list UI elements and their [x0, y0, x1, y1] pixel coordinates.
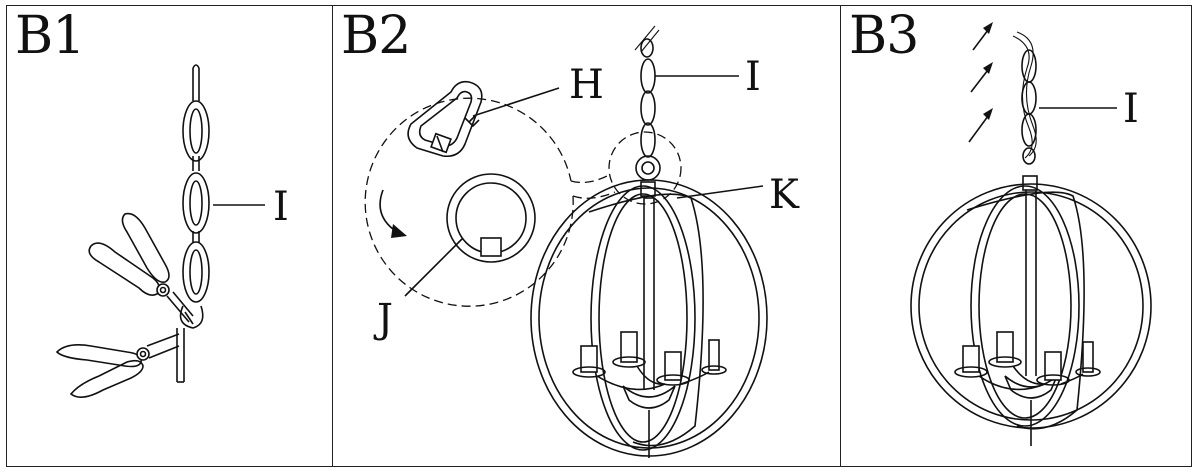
leader-line-k — [676, 185, 764, 199]
b3-illustration — [910, 22, 1152, 446]
chandelier — [910, 175, 1152, 446]
b1-illustration — [55, 64, 265, 398]
panel-title: B3 — [849, 6, 919, 66]
label-j: J — [377, 296, 394, 342]
b2-illustration — [364, 25, 768, 458]
lower-pliers — [55, 333, 180, 398]
chain — [634, 25, 661, 181]
instruction-diagram: B1 — [6, 5, 1192, 467]
quick-link-connector — [407, 80, 483, 158]
chain-links — [176, 64, 210, 383]
leader-line-j — [404, 237, 464, 297]
candles — [572, 331, 727, 391]
label-i: I — [273, 184, 289, 230]
detail-magnifier — [364, 97, 682, 307]
label-h: H — [569, 62, 604, 108]
label-i: I — [1123, 86, 1139, 132]
lift-arrows — [968, 22, 993, 143]
upper-pliers — [88, 212, 194, 325]
label-i: I — [745, 54, 761, 100]
leader-line-h — [472, 87, 560, 117]
panel-b3: B3 — [841, 6, 1191, 466]
candles — [954, 331, 1101, 391]
panel-b2: B2 — [333, 6, 841, 466]
chain-with-wire — [1012, 31, 1037, 165]
panel-b1: B1 — [7, 6, 333, 466]
panel-title: B2 — [341, 6, 411, 66]
chandelier — [530, 179, 768, 458]
label-k: K — [769, 172, 799, 218]
panel-title: B1 — [15, 6, 85, 66]
ring-loop — [446, 173, 536, 263]
